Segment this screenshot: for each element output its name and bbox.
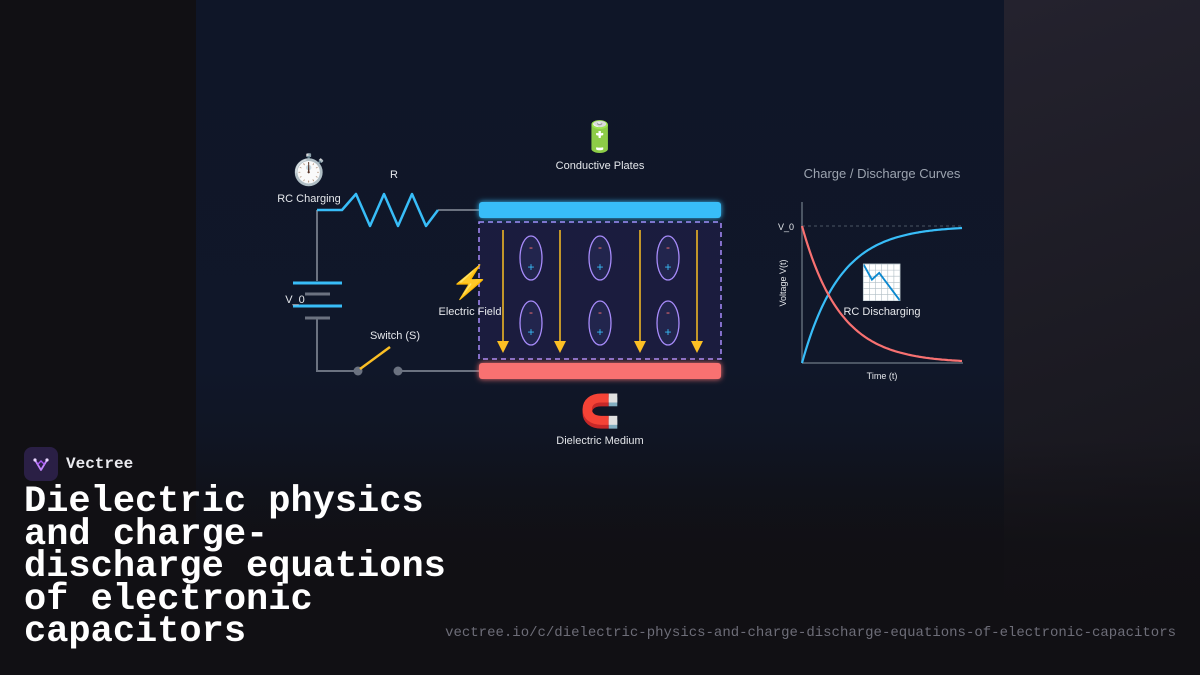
plates-label: Conductive Plates (556, 160, 645, 172)
dipole-outline (519, 235, 543, 281)
dipole: -+ (519, 300, 543, 346)
switch-label: Switch (S) (370, 330, 420, 342)
dielectric-icon: 🧲 (580, 393, 620, 429)
dipole: -+ (656, 235, 680, 281)
dipole: -+ (519, 235, 543, 281)
dipole-negative-sign: - (598, 240, 602, 254)
dipole: -+ (588, 235, 612, 281)
dipole-outline (588, 300, 612, 346)
dipole-outline (656, 300, 680, 346)
bottom-plate (479, 363, 721, 379)
source-label: V_0 (285, 294, 305, 306)
graph-x-label: Time (t) (867, 371, 898, 381)
plates-icon: 🔋 (581, 119, 618, 154)
resistor (317, 192, 439, 228)
top-plate (479, 202, 721, 218)
wire-left-bottom (316, 317, 358, 372)
dipole-grid: -+-+-+-+-+-+ (519, 235, 680, 346)
charge-discharge-graph: Charge / Discharge Curves V_0 Voltage V(… (778, 166, 963, 381)
dipole-positive-sign: + (664, 325, 671, 339)
dipole-outline (588, 235, 612, 281)
dipole-negative-sign: - (529, 240, 533, 254)
field-label: Electric Field (439, 306, 502, 318)
rc-charging-label: RC Charging (277, 193, 341, 205)
dipole-negative-sign: - (666, 240, 670, 254)
dielectric-label: Dielectric Medium (556, 435, 643, 447)
graph-v0-label: V_0 (778, 222, 794, 232)
dipole-positive-sign: + (664, 260, 671, 274)
dipole-positive-sign: + (527, 325, 534, 339)
field-arrows (497, 230, 703, 353)
dipole-positive-sign: + (596, 260, 603, 274)
dipole-positive-sign: + (527, 260, 534, 274)
rc-charging-icon: ⏱️ (290, 152, 327, 187)
resistor-label: R (390, 169, 398, 181)
dipole-outline (656, 235, 680, 281)
dipole-negative-sign: - (666, 305, 670, 319)
dipole-positive-sign: + (596, 325, 603, 339)
circuit-wires (316, 209, 479, 372)
vectree-logo-icon (24, 447, 58, 481)
voltage-source (293, 281, 342, 320)
dipole: -+ (656, 300, 680, 346)
dipole-outline (519, 300, 543, 346)
page-title: Dielectric physics and charge-discharge … (24, 481, 446, 653)
field-icon: ⚡ (450, 264, 490, 301)
page-url: vectree.io/c/dielectric-physics-and-char… (445, 625, 1176, 641)
dipole: -+ (588, 300, 612, 346)
dipole-negative-sign: - (598, 305, 602, 319)
graph-title: Charge / Discharge Curves (804, 166, 961, 181)
brand: Vectree (24, 447, 133, 481)
discharging-curve (800, 225, 963, 363)
dipole-negative-sign: - (529, 305, 533, 319)
graph-y-label: Voltage V(t) (778, 259, 788, 306)
discharge-icon: 📉 (861, 263, 903, 302)
switch (353, 345, 403, 376)
brand-name: Vectree (66, 455, 134, 473)
discharge-label: RC Discharging (843, 306, 920, 318)
